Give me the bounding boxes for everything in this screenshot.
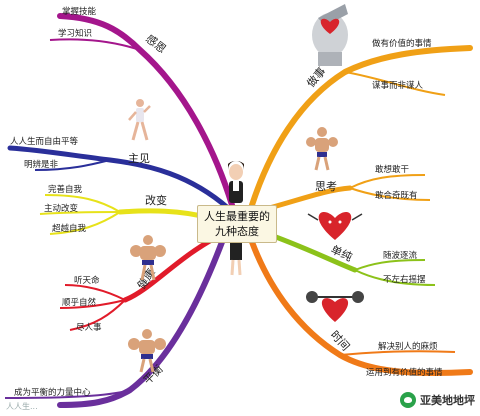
leaf-text: 超越自我 bbox=[52, 223, 87, 234]
branch-danchun: 单纯 随波逐流 不左右摇摆 bbox=[259, 229, 436, 286]
muscle-man-icon bbox=[130, 235, 166, 281]
brand-logo: 亚美地地坪 bbox=[400, 392, 475, 408]
leaf-text: 顺乎自然 bbox=[62, 297, 97, 308]
branch-label: 主见 bbox=[128, 152, 150, 165]
wechat-icon bbox=[400, 392, 416, 408]
center-node: 人生最重要的 九种态度 bbox=[197, 205, 277, 243]
leaf-text: 听天命 bbox=[74, 275, 100, 286]
leaf-text: 尽人事 bbox=[76, 322, 102, 333]
leaf-text: 做有价值的事情 bbox=[372, 38, 432, 49]
leaf-text: 学习知识 bbox=[58, 28, 92, 39]
leaf-text: 主动改变 bbox=[44, 203, 79, 214]
center-title-line1: 人生最重要的 bbox=[204, 210, 270, 223]
leaf-text: 谋事而非谋人 bbox=[372, 80, 424, 91]
brand-name: 亚美地地坪 bbox=[420, 394, 475, 407]
woman-figure-icon bbox=[228, 161, 244, 276]
branch-zuoshi: 做事 做有价值的事情 谋事而非谋人 bbox=[249, 38, 473, 208]
leaf-text: 完善自我 bbox=[48, 184, 83, 195]
branch-shijian: 时间 解决别人的麻烦 运用到有价值的事情 bbox=[249, 239, 473, 378]
branch-label: 平衡 bbox=[141, 362, 166, 387]
branch-label: 思考 bbox=[315, 180, 337, 193]
heart-barbell-icon bbox=[306, 291, 364, 322]
leaf-text: 随波逐流 bbox=[383, 250, 418, 261]
branch-gaibian: 改变 完善自我 主动改变 超越自我 bbox=[39, 184, 213, 235]
leaf-text: 运用到有价值的事情 bbox=[366, 367, 443, 378]
leaf-text: 明辨是非 bbox=[24, 159, 59, 170]
leaf-text: 敢想敢干 bbox=[375, 164, 410, 175]
leaf-text: 解决别人的麻烦 bbox=[378, 341, 438, 352]
open-head-heart-icon bbox=[312, 4, 348, 66]
watermark-text: 人人生... bbox=[6, 402, 38, 411]
muscle-man-icon bbox=[128, 329, 166, 373]
leaf-text: 成为平衡的力量中心 bbox=[14, 387, 91, 398]
leaf-text: 人人生而自由平等 bbox=[10, 136, 79, 147]
leaf-text: 敢合奇既有 bbox=[375, 190, 418, 201]
branch-sikao: 思考 敢想敢干 敢合奇既有 bbox=[259, 164, 431, 213]
muscle-man-icon bbox=[306, 127, 338, 171]
heart-character-icon bbox=[307, 212, 363, 240]
center-title-line2: 九种态度 bbox=[215, 225, 259, 238]
runner-figure-icon bbox=[128, 99, 151, 141]
branch-label: 改变 bbox=[145, 193, 167, 207]
branch-pingheng: 平衡 成为平衡的力量中心 bbox=[4, 239, 225, 408]
branch-zhujian: 主见 人人生而自由平等 明辨是非 bbox=[7, 136, 231, 211]
leaf-text: 掌握技能 bbox=[62, 6, 97, 17]
leaf-text: 不左右摇摆 bbox=[383, 274, 426, 285]
